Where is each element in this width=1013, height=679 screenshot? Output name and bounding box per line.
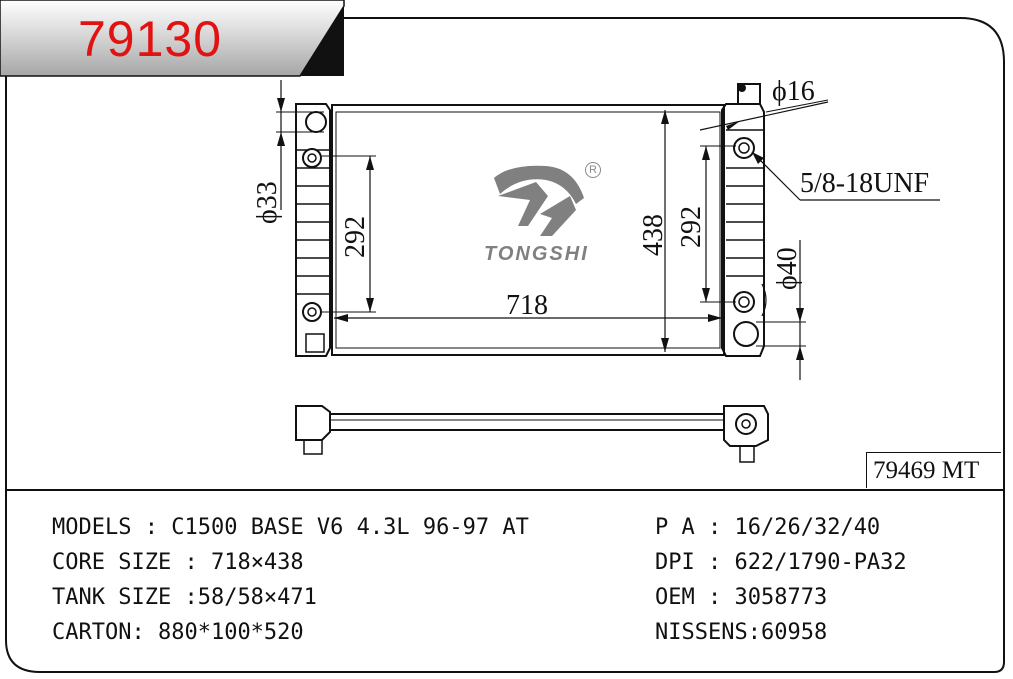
left-tab-bottom (305, 333, 325, 353)
dim-label-right-span: 292 (676, 206, 707, 248)
spec-value: 880*100*520 (157, 620, 304, 645)
dim-label-width: 718 (506, 290, 548, 321)
tab-shadow (300, 6, 344, 76)
spec-value: 60958 (760, 620, 828, 645)
frame-border (5, 17, 1005, 673)
dim-label-cap-diameter: ϕ16 (772, 76, 815, 107)
spec-value: 718×438 (210, 550, 304, 575)
spec-key: DPI : (655, 550, 735, 575)
spec-dpi: DPI : 622/1790-PA32 (655, 550, 907, 575)
dim-label-outlet-diameter: ϕ40 (772, 247, 803, 290)
part-number: 79130 (78, 11, 223, 67)
right-tank-ribs (726, 129, 764, 277)
right-fitting-top (733, 137, 755, 159)
left-fitting-top (302, 148, 322, 168)
core (331, 104, 725, 356)
spec-core-size: CORE SIZE : 718×438 (52, 550, 304, 575)
left-tank (295, 103, 331, 357)
spec-key: NISSENS: (655, 620, 761, 645)
spec-pa: P A : 16/26/32/40 (655, 515, 880, 540)
spec-value: C1500 BASE V6 4.3L 96-97 AT (171, 515, 529, 540)
right-outlet (733, 321, 759, 347)
brand-logo-mark (494, 165, 584, 236)
spec-key: P A : (655, 515, 735, 540)
left-fitting-bottom (302, 302, 322, 322)
spec-key: CARTON: (52, 620, 158, 645)
left-inlet (305, 111, 327, 133)
right-tank (721, 103, 765, 357)
spec-nissens: NISSENS:60958 (655, 620, 827, 645)
brand-name: TONGSHI (484, 243, 589, 265)
filler-neck (737, 83, 761, 105)
right-fitting-bottom (733, 291, 755, 313)
reference-model: 79469 MT (866, 452, 1001, 488)
dim-label-inlet-diameter: ϕ33 (252, 181, 283, 224)
spec-key: OEM : (655, 585, 735, 610)
part-number-tab-area: 79130 (0, 0, 350, 76)
top-view-right-tank (723, 405, 769, 447)
registered-mark: R (585, 162, 601, 178)
spec-tank-size: TANK SIZE :58/58×471 (52, 585, 317, 610)
spec-models: MODELS : C1500 BASE V6 4.3L 96-97 AT (52, 515, 529, 540)
spec-value: 58/58×471 (197, 585, 317, 610)
dim-label-thread: 5/8-18UNF (800, 168, 930, 199)
spec-key: TANK SIZE : (52, 585, 198, 610)
dim-label-left-span: 292 (340, 216, 371, 258)
spec-key: CORE SIZE : (52, 550, 211, 575)
left-tank-ribs (296, 149, 330, 295)
top-view-core (329, 413, 725, 431)
spec-value: 16/26/32/40 (734, 515, 881, 540)
top-view-right-pipe (739, 445, 755, 463)
spec-oem: OEM : 3058773 (655, 585, 827, 610)
spec-value: 622/1790-PA32 (734, 550, 907, 575)
top-view-left-tank (295, 405, 331, 441)
dim-label-height: 438 (638, 214, 669, 256)
spec-key: MODELS : (52, 515, 172, 540)
top-view-left-pipe (303, 439, 323, 455)
spec-carton: CARTON: 880*100*520 (52, 620, 304, 645)
core-inner (335, 111, 721, 349)
leader-phi16 (699, 101, 829, 131)
spec-value: 3058773 (734, 585, 828, 610)
